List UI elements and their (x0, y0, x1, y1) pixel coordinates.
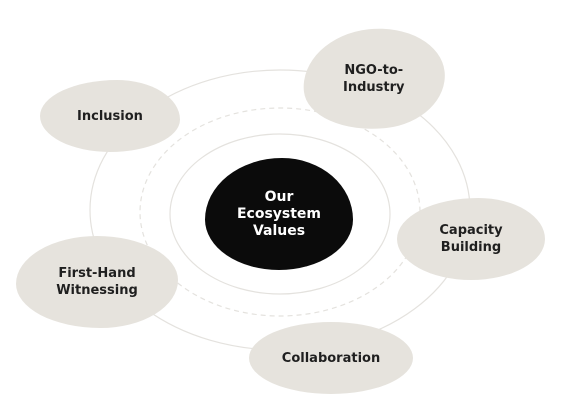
value-node-collaboration: Collaboration (249, 322, 413, 394)
value-label-ngo-to-industry: NGO-to- Industry (343, 63, 405, 95)
value-label-first-hand-witnessing: First-Hand Witnessing (56, 266, 138, 298)
center-label: Our Ecosystem Values (236, 188, 322, 239)
value-label-capacity-building: Capacity Building (439, 223, 503, 255)
inner-orbit-ring (169, 133, 391, 295)
value-node-first-hand-witnessing: First-Hand Witnessing (16, 236, 178, 328)
value-label-collaboration: Collaboration (281, 350, 381, 366)
value-node-capacity-building: Capacity Building (397, 198, 545, 280)
value-node-inclusion: Inclusion (40, 80, 180, 152)
value-label-inclusion: Inclusion (77, 108, 143, 124)
center-node-ecosystem-values: Our Ecosystem Values (205, 158, 353, 270)
